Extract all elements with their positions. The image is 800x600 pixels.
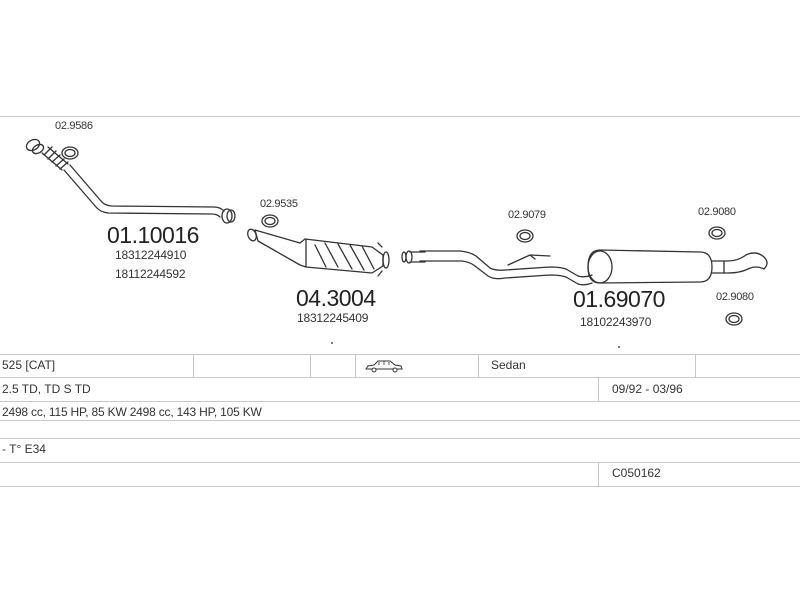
front-pipe-oe1: 18312244910 — [115, 248, 187, 262]
gasket-cat-drawing — [261, 214, 279, 228]
top-border — [0, 116, 800, 117]
rear-section-oe: 18102243970 — [580, 315, 652, 329]
ring-rear-top-label: 02.9080 — [698, 206, 736, 218]
exhaust-drawing — [25, 138, 768, 348]
catalyst-number: 04.3004 — [296, 285, 376, 311]
engine-cell: 2.5 TD, TD S TD — [2, 382, 91, 396]
exhaust-diagram: 02.9586 01.10016 18312244910 18112244592… — [0, 115, 800, 355]
front-pipe-oe2: 18112244592 — [115, 267, 186, 281]
catalyst-drawing — [247, 228, 390, 277]
years-cell: 09/92 - 03/96 — [612, 382, 683, 396]
ring-mid-drawing — [516, 229, 534, 243]
ring-rear-bottom-label: 02.9080 — [716, 291, 754, 303]
catalyst-oe: 18312245409 — [297, 311, 369, 325]
rear-section-number: 01.69070 — [573, 286, 665, 312]
body-type-cell: Sedan — [491, 358, 526, 372]
bracket-front-label: 02.9586 — [55, 120, 93, 132]
gasket-cat-label: 02.9535 — [260, 198, 298, 210]
ring-rear-top-drawing — [708, 226, 726, 240]
bracket-front-drawing — [61, 146, 79, 160]
specs-cell: 2498 cc, 115 HP, 85 KW 2498 cc, 143 HP, … — [2, 405, 262, 419]
front-pipe-flange — [25, 138, 45, 155]
vehicle-table: 525 [CAT] Sedan 2.5 TD, TD S TD 09/92 - … — [0, 354, 800, 488]
model-cell: 525 [CAT] — [2, 358, 56, 372]
front-pipe-number: 01.10016 — [107, 222, 199, 248]
chassis-cell: - T° E34 — [2, 442, 46, 456]
rear-muffler-drawing — [587, 249, 768, 284]
code-cell: C050162 — [612, 466, 661, 480]
ring-mid-label: 02.9079 — [508, 209, 546, 221]
ring-rear-bottom-drawing — [725, 312, 743, 326]
front-pipe-flex — [41, 146, 69, 171]
car-sedan-icon — [365, 360, 403, 373]
front-pipe — [63, 164, 236, 224]
middle-pipe — [401, 250, 593, 286]
